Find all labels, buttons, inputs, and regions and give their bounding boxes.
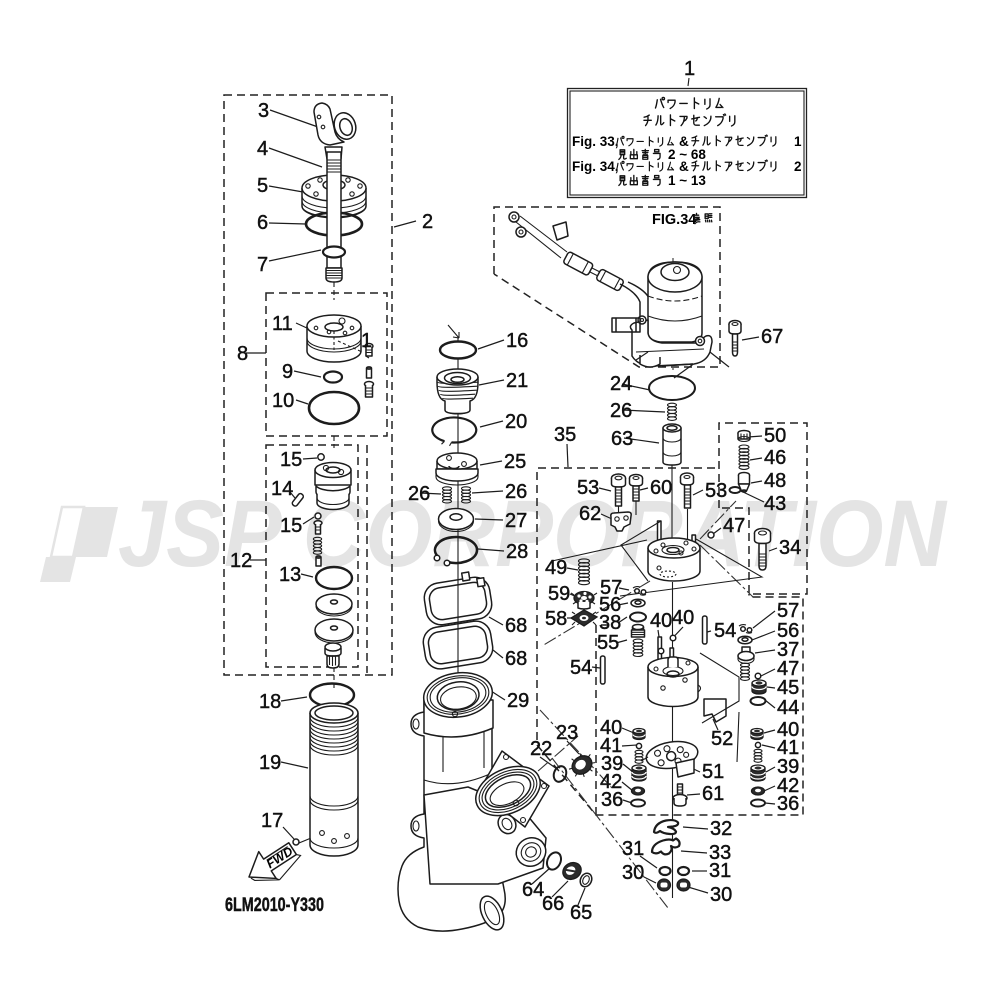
svg-text:44: 44 [777, 697, 799, 719]
svg-text:34: 34 [779, 537, 801, 559]
svg-text:4: 4 [257, 138, 268, 160]
svg-text:40: 40 [777, 719, 799, 741]
svg-text:36: 36 [777, 793, 799, 815]
svg-text:31: 31 [709, 860, 731, 882]
svg-text:43: 43 [764, 493, 786, 515]
svg-text:51: 51 [702, 761, 724, 783]
svg-text:5: 5 [257, 175, 268, 197]
svg-text:13: 13 [279, 564, 301, 586]
svg-text:1: 1 [794, 134, 802, 149]
svg-text:57: 57 [777, 600, 799, 622]
svg-text:59: 59 [548, 583, 570, 605]
svg-text:65: 65 [570, 902, 592, 924]
svg-text:17: 17 [261, 810, 283, 832]
svg-text:53: 53 [705, 480, 727, 502]
svg-text:30: 30 [622, 862, 644, 884]
svg-text:29: 29 [507, 690, 529, 712]
svg-text:42: 42 [600, 771, 622, 793]
svg-text:24: 24 [610, 373, 632, 395]
svg-text:63: 63 [611, 428, 633, 450]
svg-text:39: 39 [777, 756, 799, 778]
svg-text:8: 8 [237, 343, 248, 365]
svg-text:32: 32 [710, 818, 732, 840]
svg-text:37: 37 [777, 639, 799, 661]
svg-text:1 ~ 13: 1 ~ 13 [668, 173, 706, 188]
svg-text:40: 40 [672, 607, 694, 629]
svg-text:62: 62 [579, 503, 601, 525]
svg-text:41: 41 [777, 737, 799, 759]
svg-text:39: 39 [601, 753, 623, 775]
svg-text:54: 54 [570, 657, 592, 679]
svg-text:16: 16 [506, 330, 528, 352]
svg-text:57: 57 [600, 577, 622, 599]
svg-text:45: 45 [777, 677, 799, 699]
svg-text:JSP CORPORATION: JSP CORPORATION [118, 481, 948, 587]
svg-text:56: 56 [599, 594, 621, 616]
svg-text:27: 27 [505, 510, 527, 532]
svg-text:2: 2 [422, 211, 433, 233]
svg-text:26: 26 [408, 483, 430, 505]
svg-text:31: 31 [622, 838, 644, 860]
svg-text:7: 7 [257, 254, 268, 276]
svg-text:61: 61 [702, 783, 724, 805]
svg-text:2: 2 [794, 159, 802, 174]
svg-text:49: 49 [545, 557, 567, 579]
svg-text:33: 33 [709, 842, 731, 864]
svg-text:67: 67 [761, 326, 783, 348]
svg-text:52: 52 [711, 728, 733, 750]
svg-text:15: 15 [280, 515, 302, 537]
svg-text:42: 42 [777, 775, 799, 797]
svg-text:68: 68 [505, 648, 527, 670]
svg-text:20: 20 [505, 411, 527, 433]
svg-text:25: 25 [504, 451, 526, 473]
svg-text:18: 18 [259, 691, 281, 713]
svg-text:3: 3 [258, 100, 269, 122]
svg-text:&: & [679, 159, 689, 174]
svg-text:12: 12 [230, 550, 252, 572]
svg-text:Fig. 34,: Fig. 34, [572, 159, 619, 174]
svg-text:38: 38 [599, 612, 621, 634]
svg-text:11: 11 [272, 313, 293, 335]
svg-text:22: 22 [530, 738, 552, 760]
svg-text:&: & [679, 134, 689, 149]
svg-text:9: 9 [282, 361, 293, 383]
svg-text:21: 21 [506, 370, 528, 392]
svg-text:6LM2010-Y330: 6LM2010-Y330 [225, 895, 324, 916]
svg-text:FIG.34: FIG.34 [652, 212, 696, 228]
svg-text:66: 66 [542, 893, 564, 915]
svg-text:6: 6 [257, 212, 268, 234]
svg-text:55: 55 [597, 632, 619, 654]
svg-text:Fig. 33,: Fig. 33, [572, 134, 619, 149]
svg-text:36: 36 [601, 789, 623, 811]
svg-text:26: 26 [610, 400, 632, 422]
svg-text:47: 47 [723, 515, 745, 537]
svg-text:19: 19 [259, 752, 281, 774]
svg-text:26: 26 [505, 481, 527, 503]
svg-text:23: 23 [556, 722, 578, 744]
svg-text:40: 40 [650, 610, 672, 632]
svg-text:41: 41 [600, 735, 622, 757]
svg-text:68: 68 [505, 615, 527, 637]
svg-text:47: 47 [777, 658, 799, 680]
svg-text:2 ~ 68: 2 ~ 68 [668, 147, 706, 162]
svg-text:28: 28 [506, 541, 528, 563]
svg-text:60: 60 [650, 477, 672, 499]
svg-text:1: 1 [361, 330, 372, 352]
svg-text:1: 1 [684, 58, 695, 80]
svg-text:10: 10 [272, 390, 294, 412]
svg-text:50: 50 [764, 425, 786, 447]
svg-text:64: 64 [522, 879, 544, 901]
svg-text:58: 58 [545, 608, 567, 630]
svg-text:15: 15 [280, 449, 302, 471]
svg-text:14: 14 [271, 478, 293, 500]
svg-text:48: 48 [764, 470, 786, 492]
svg-text:56: 56 [777, 620, 799, 642]
svg-text:53: 53 [577, 477, 599, 499]
svg-text:30: 30 [710, 884, 732, 906]
svg-text:46: 46 [764, 447, 786, 469]
svg-text:35: 35 [554, 424, 576, 446]
svg-text:40: 40 [600, 717, 622, 739]
svg-text:54: 54 [714, 620, 736, 642]
